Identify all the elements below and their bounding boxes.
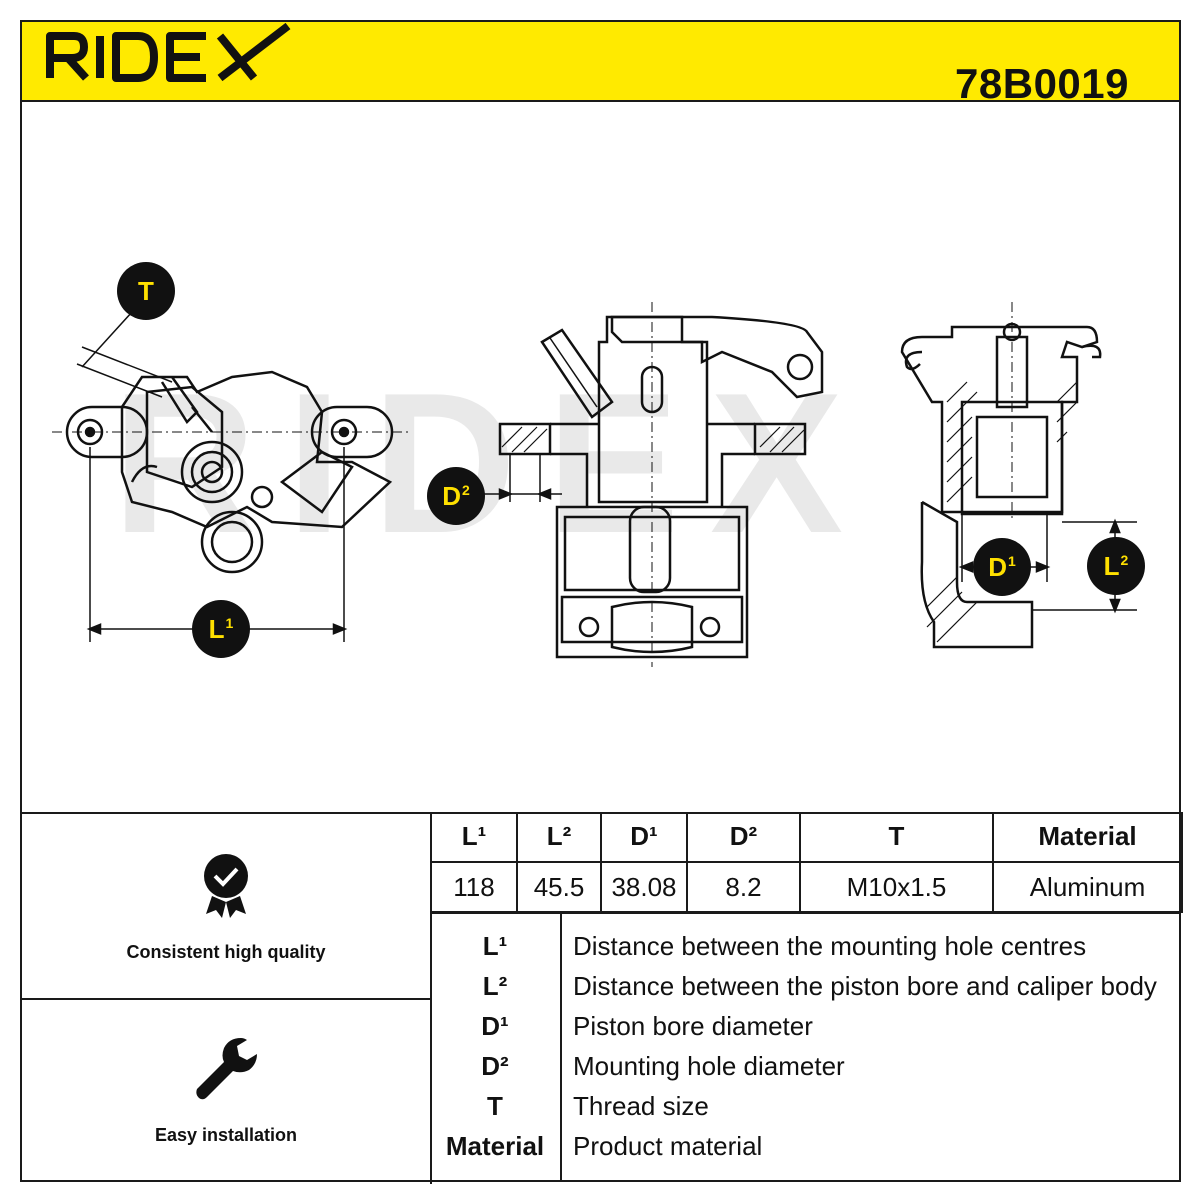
spec-header-l2: L²	[516, 812, 602, 863]
spec-table: L¹ L² D¹ D² T Material 118 45.5 38.08 8.…	[430, 812, 1183, 913]
legend-key: Material	[445, 1131, 545, 1161]
spec-header-material: Material	[992, 812, 1183, 863]
spec-header-d2: D²	[686, 812, 801, 863]
spec-value-material: Aluminum	[992, 861, 1183, 913]
caliper-drawing: RIDEX	[52, 302, 1137, 667]
feature-divider	[20, 998, 432, 1000]
legend-description: Mounting hole diameter	[573, 1051, 845, 1081]
wrench-icon	[196, 1038, 257, 1100]
legend-key: L¹	[482, 931, 508, 961]
feature-quality-label: Consistent high quality	[126, 942, 326, 962]
legend-description: Distance between the piston bore and cal…	[573, 971, 1157, 1001]
legend-description: Distance between the mounting hole centr…	[573, 931, 1087, 961]
legend-left-border	[430, 912, 432, 1182]
legend-key: D²	[481, 1051, 509, 1081]
legend-row: D¹ Piston bore diameter	[430, 1006, 1180, 1046]
technical-drawing-area: RIDEX	[22, 102, 1179, 814]
spec-value-l1: 118	[430, 861, 518, 913]
quality-badge-icon	[204, 854, 248, 918]
part-number: 78B0019	[955, 60, 1129, 107]
spec-header-t: T	[799, 812, 994, 863]
spec-header-row: L¹ L² D¹ D² T Material	[430, 812, 1183, 863]
legend-row: L¹ Distance between the mounting hole ce…	[430, 926, 1180, 966]
legend-top-border	[430, 912, 1181, 914]
legend-row: D² Mounting hole diameter	[430, 1046, 1180, 1086]
legend-row: Material Product material	[430, 1126, 1180, 1166]
legend-row: L² Distance between the piston bore and …	[430, 966, 1180, 1006]
brand-logo	[46, 22, 291, 82]
spec-header-d1: D¹	[600, 812, 688, 863]
legend-description: Thread size	[573, 1091, 709, 1121]
header-bar: 78B0019	[20, 20, 1181, 107]
watermark-text: RIDEX	[112, 352, 873, 575]
feature-installation-label: Easy installation	[154, 1125, 298, 1145]
spec-header-l1: L¹	[430, 812, 518, 863]
caliper-front-view	[52, 311, 412, 642]
legend-key: T	[487, 1091, 503, 1121]
legend-row: T Thread size	[430, 1086, 1180, 1126]
legend-key: D¹	[481, 1011, 509, 1041]
features-column: Consistent high quality Easy installatio…	[20, 814, 432, 1184]
legend-key: L²	[482, 971, 508, 1001]
caliper-section-view	[900, 302, 1137, 649]
spec-value-t: M10x1.5	[799, 861, 994, 913]
legend-divider	[560, 914, 562, 1182]
legend-description: Piston bore diameter	[573, 1011, 813, 1041]
spec-value-d2: 8.2	[686, 861, 801, 913]
feature-installation	[20, 1034, 432, 1109]
legend-description: Product material	[573, 1131, 763, 1161]
spec-value-d1: 38.08	[600, 861, 688, 913]
caliper-side-view	[482, 302, 824, 667]
feature-quality	[20, 852, 432, 923]
spec-value-row: 118 45.5 38.08 8.2 M10x1.5 Aluminum	[430, 861, 1183, 913]
spec-value-l2: 45.5	[516, 861, 602, 913]
marker-t: T	[117, 262, 175, 320]
